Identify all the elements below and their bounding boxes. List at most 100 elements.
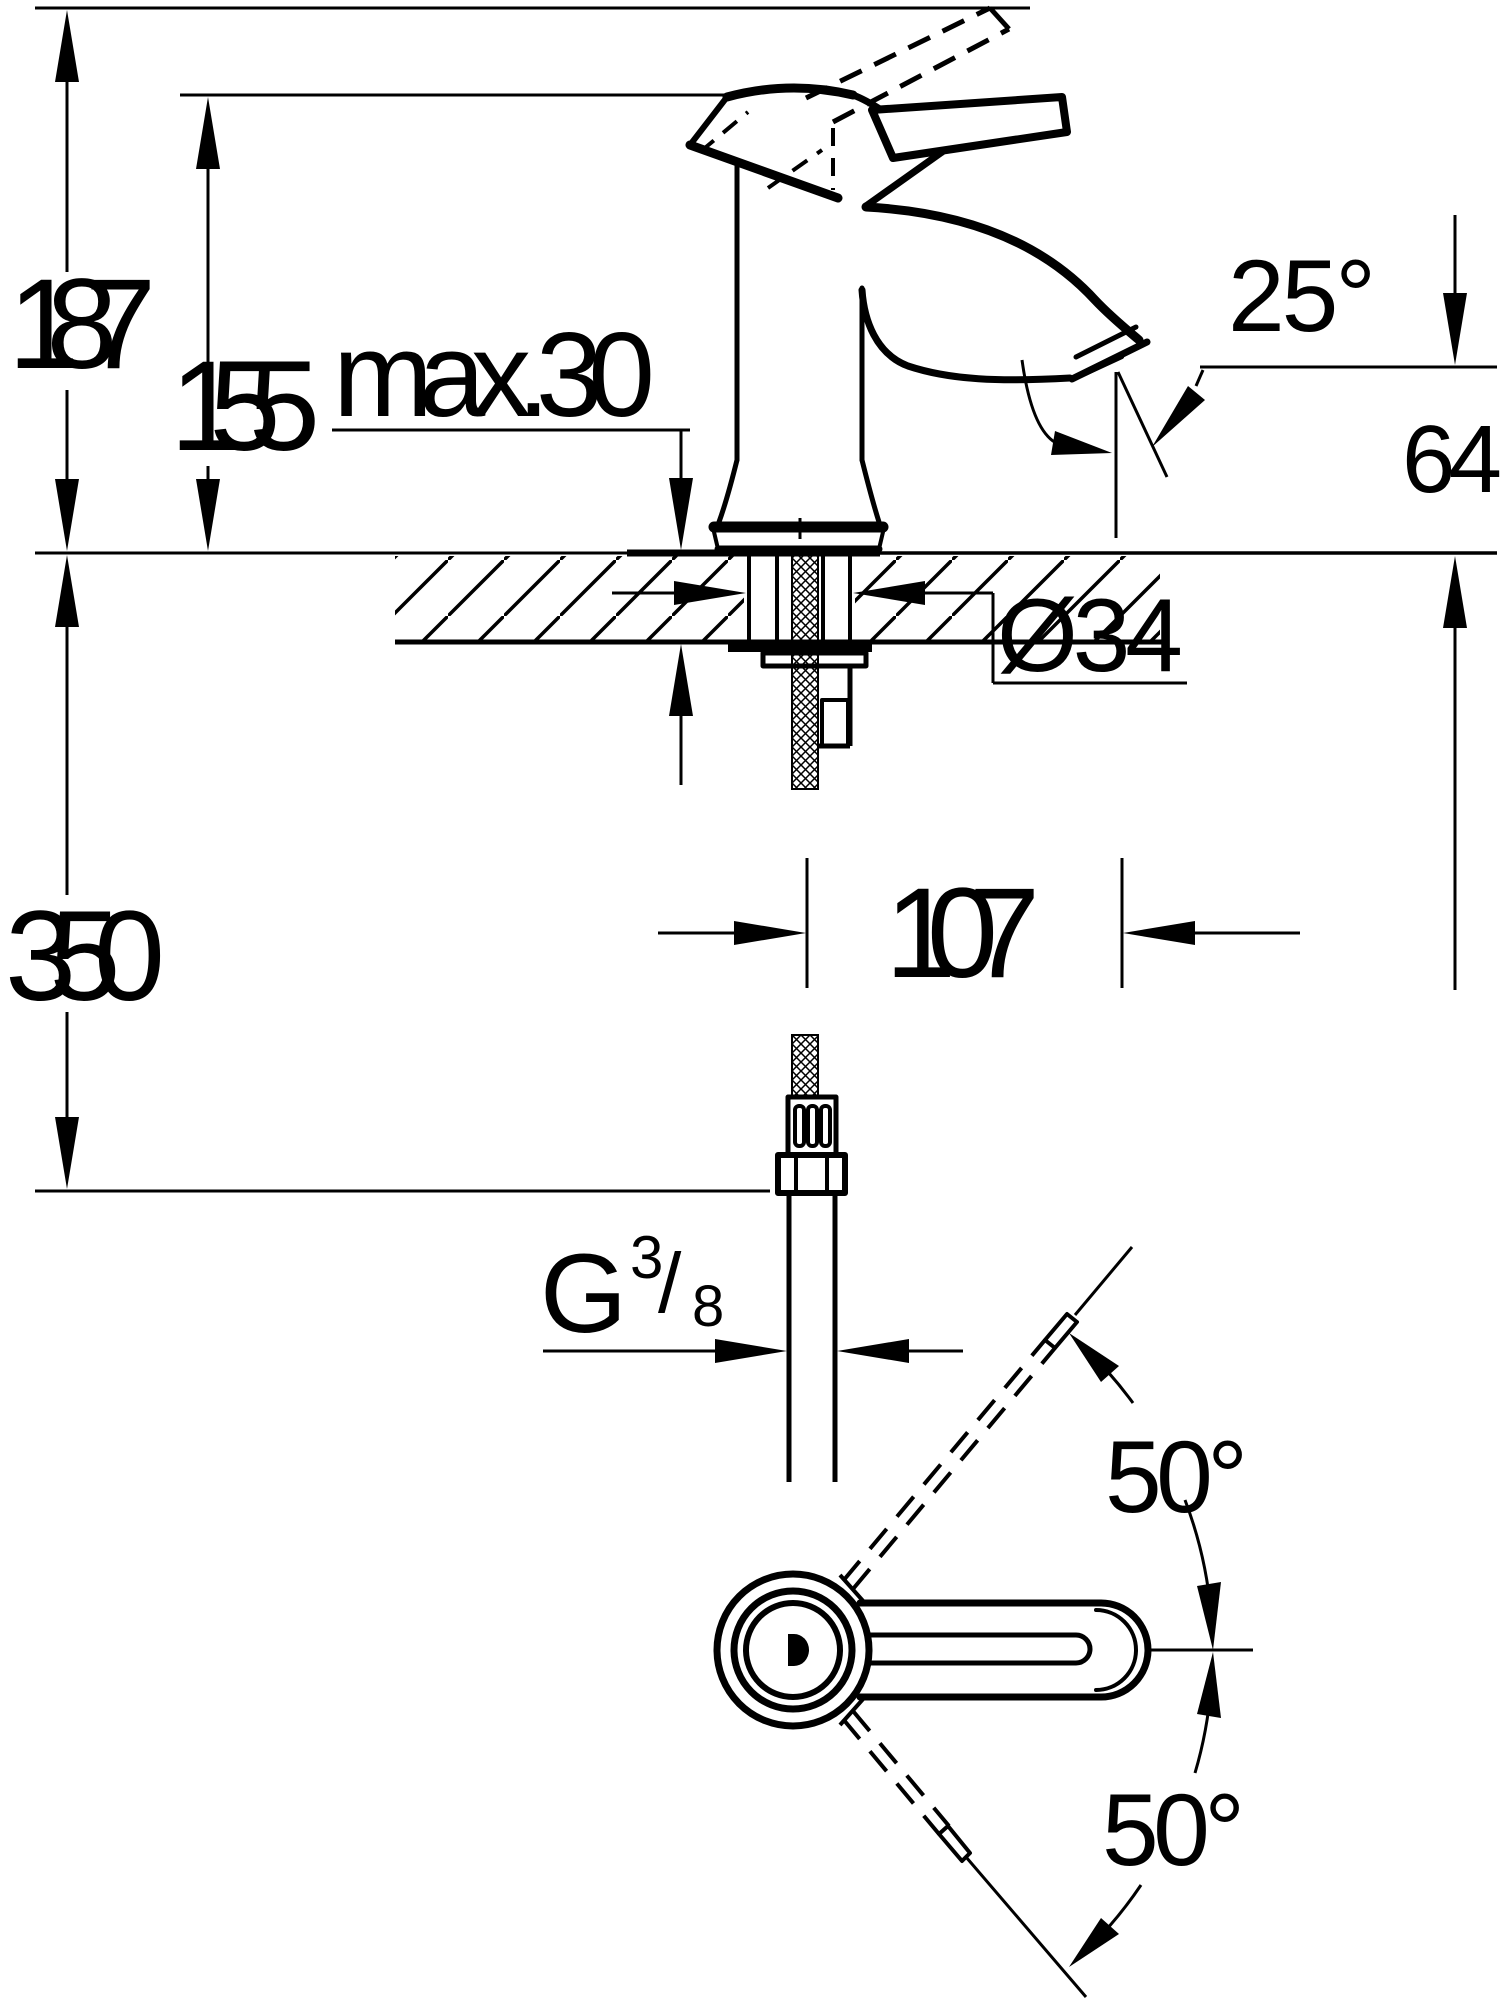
swivel-up-cap xyxy=(1043,1312,1079,1350)
outlet-slant-reference xyxy=(1116,371,1169,478)
label-50-lower: 50° xyxy=(1102,1773,1245,1887)
arrow-g38-left xyxy=(837,1339,909,1363)
arrow-155-down xyxy=(196,479,220,551)
label-50-upper: 50° xyxy=(1105,1420,1248,1534)
swivel-up-edge-a xyxy=(851,1346,1057,1591)
reference-lines xyxy=(35,6,1030,1193)
dimension-187: 187 xyxy=(8,10,156,551)
shank-walls xyxy=(747,556,852,640)
dimension-50-upper: 50° xyxy=(1069,1333,1248,1650)
ferrule-stripe-2 xyxy=(806,1104,819,1148)
arrow-o34-left xyxy=(853,581,925,605)
dimension-diameter-34: Ø34 xyxy=(612,578,1187,694)
arrow-flow xyxy=(1051,431,1112,455)
arrow-50-upper-top xyxy=(1069,1333,1119,1382)
arrow-o34-right xyxy=(674,581,746,605)
arrow-350-up xyxy=(55,555,79,627)
lever-raised-bottom-edge xyxy=(831,26,1011,125)
arrow-107-right xyxy=(734,921,806,945)
arrow-64-down xyxy=(1443,293,1467,365)
swivel-up-edge-b xyxy=(841,1338,1047,1583)
cartridge-dashed-lines xyxy=(698,110,835,190)
label-g-numerator: 3 xyxy=(630,1224,663,1291)
aerator-screen xyxy=(1079,355,1124,378)
swivel-up-extension xyxy=(1073,1246,1134,1316)
swivel-down-extension xyxy=(964,1856,1088,1998)
spout-under-edge xyxy=(858,286,1074,384)
top-down-view: 50° 50° xyxy=(713,1246,1253,1998)
swivel-down-edge-b xyxy=(841,1717,941,1836)
spout-top-edge xyxy=(861,202,1144,345)
swivel-down-edge-a xyxy=(851,1709,951,1828)
hose-upper-braid xyxy=(791,552,819,790)
dimension-25deg: 25° xyxy=(1020,239,1376,538)
swivel-down-cap xyxy=(937,1824,972,1863)
handle-top-view xyxy=(856,1599,1152,1701)
angle-leader-bend xyxy=(1194,369,1205,387)
head-left-edge xyxy=(687,94,730,148)
body-inner-circle xyxy=(743,1600,843,1700)
lever-closed xyxy=(868,93,1071,162)
dim-max30-lines xyxy=(332,428,690,785)
base-flare-left xyxy=(716,457,740,525)
faucet-side-view xyxy=(685,5,1151,553)
lever-raised-end-cap xyxy=(988,6,1011,31)
arrow-50-lower-bottom xyxy=(1069,1918,1119,1967)
hose-lower-braid xyxy=(791,1034,819,1098)
label-155: 155 xyxy=(170,335,320,478)
label-g-slash: / xyxy=(658,1236,682,1330)
arrow-max30-down xyxy=(669,478,693,550)
dimension-350: 350 xyxy=(5,555,165,1189)
label-g: G xyxy=(540,1231,627,1356)
dim-o34-lines xyxy=(612,591,1187,685)
shank-and-hose xyxy=(728,552,872,1482)
lever-raised-dashed xyxy=(804,5,1011,125)
dim-107-lines xyxy=(658,858,1300,988)
ferrule-stripe-3 xyxy=(819,1104,832,1148)
arrow-max30-up xyxy=(669,644,693,716)
hex-nut-facets xyxy=(794,1157,829,1191)
arrow-155-up xyxy=(196,97,220,169)
connection-pipe xyxy=(786,1193,838,1482)
arrow-25deg xyxy=(1152,386,1205,447)
flow-arc xyxy=(1020,359,1059,446)
arrow-50-upper-bottom xyxy=(1197,1582,1221,1650)
arrow-64-up xyxy=(1443,556,1467,628)
label-107: 107 xyxy=(885,862,1040,1005)
arrow-187-up xyxy=(55,10,79,82)
deck-section xyxy=(35,549,1497,645)
arrow-50-lower-top xyxy=(1197,1652,1221,1718)
handle-cap-inner-arc xyxy=(1094,1608,1138,1692)
label-max30: max.30 xyxy=(333,308,655,442)
dim-64-lines xyxy=(1200,215,1497,990)
base-flare-right xyxy=(859,457,882,525)
lever-raised-top-edge xyxy=(804,5,992,101)
dimension-max30: max.30 xyxy=(332,308,693,785)
arrow-107-left xyxy=(1123,921,1195,945)
label-350: 350 xyxy=(5,885,165,1028)
cartridge-stem xyxy=(788,1634,809,1666)
arrow-g38-right xyxy=(715,1339,787,1363)
arrow-350-down xyxy=(55,1117,79,1189)
dimension-50-lower: 50° xyxy=(1069,1652,1245,1967)
body-outer-circle xyxy=(713,1570,873,1730)
dimension-thread-g38: G 3 / 8 xyxy=(540,1224,963,1363)
lever-swivel-up-dashed xyxy=(841,1246,1134,1591)
head-brim xyxy=(685,140,843,203)
hose-hex-nut xyxy=(775,1152,848,1196)
label-187: 187 xyxy=(8,253,156,396)
handle-slot xyxy=(865,1632,1093,1666)
aerator-band xyxy=(1073,324,1139,360)
head-cap-top xyxy=(722,83,858,102)
label-g-denominator: 8 xyxy=(692,1274,724,1339)
lever-swivel-down-dashed xyxy=(841,1709,1088,1998)
body-middle-circle xyxy=(730,1587,856,1713)
dimension-107: 107 xyxy=(658,858,1300,1005)
ferrule-stripe-1 xyxy=(793,1104,806,1148)
label-64: 64 xyxy=(1402,406,1502,513)
shank-fitting xyxy=(820,698,850,748)
head-right-lower xyxy=(862,148,946,210)
dimension-64: 64 xyxy=(1200,215,1502,990)
